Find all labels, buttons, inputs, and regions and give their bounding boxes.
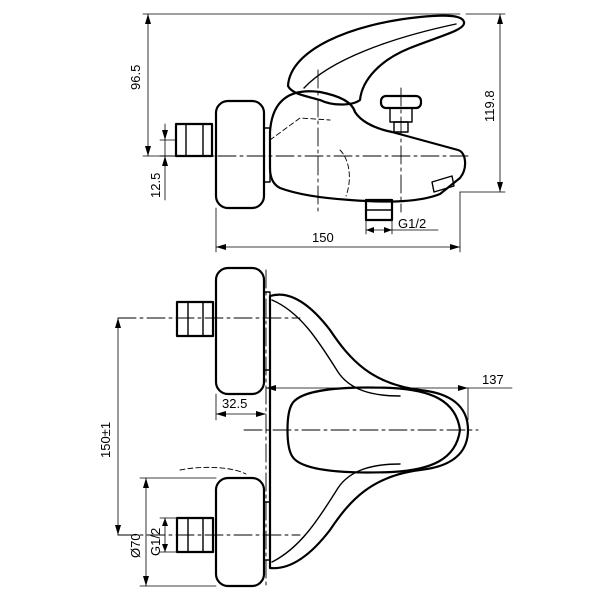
dim-label-150-1: 150±1 [98,422,113,458]
side-inlet-nipple [174,122,214,158]
dim-label-96-5: 96.5 [128,65,143,90]
dim-inlet-offset: 12.5 [148,123,177,201]
plan-lever-handle [286,386,462,474]
side-flange [214,99,266,210]
dim-spout-thread: G1/2 [365,216,439,235]
side-outlet-nut [364,198,394,222]
plan-upper-flange [214,266,266,396]
dim-label-119-8: 119.8 [482,90,497,122]
dim-overall-length: 150 [215,191,461,253]
side-mixer-body [268,90,467,203]
dim-label-32-5: 32.5 [222,396,247,411]
plan-lower-flange [214,476,266,588]
dim-label-137: 137 [482,372,504,387]
dim-label-g1-2-spout: G1/2 [398,216,426,231]
dim-inlet-thread: G1/2 [148,517,178,556]
dim-center-distance: 150±1 [98,317,121,536]
side-elevation-view [159,14,471,222]
dim-height-to-top: 96.5 [128,13,461,157]
dim-projection: 137 [265,372,513,421]
dim-label-150: 150 [312,230,334,245]
dim-flange-diameter: Ø70 [128,477,217,587]
dim-label-dia-70: Ø70 [128,533,143,558]
plan-view [117,266,479,589]
dim-label-g1-2-inlet: G1/2 [148,528,163,556]
dim-label-12-5: 12.5 [148,173,163,198]
plan-mixer-body [268,293,470,570]
dim-overall-height: 119.8 [459,13,506,193]
side-lever-handle [286,14,466,106]
side-spout-tip [431,175,455,193]
plan-upper-nipple [175,300,215,338]
side-lever-inner [303,23,457,89]
dim-body-offset: 32.5 [215,393,267,421]
